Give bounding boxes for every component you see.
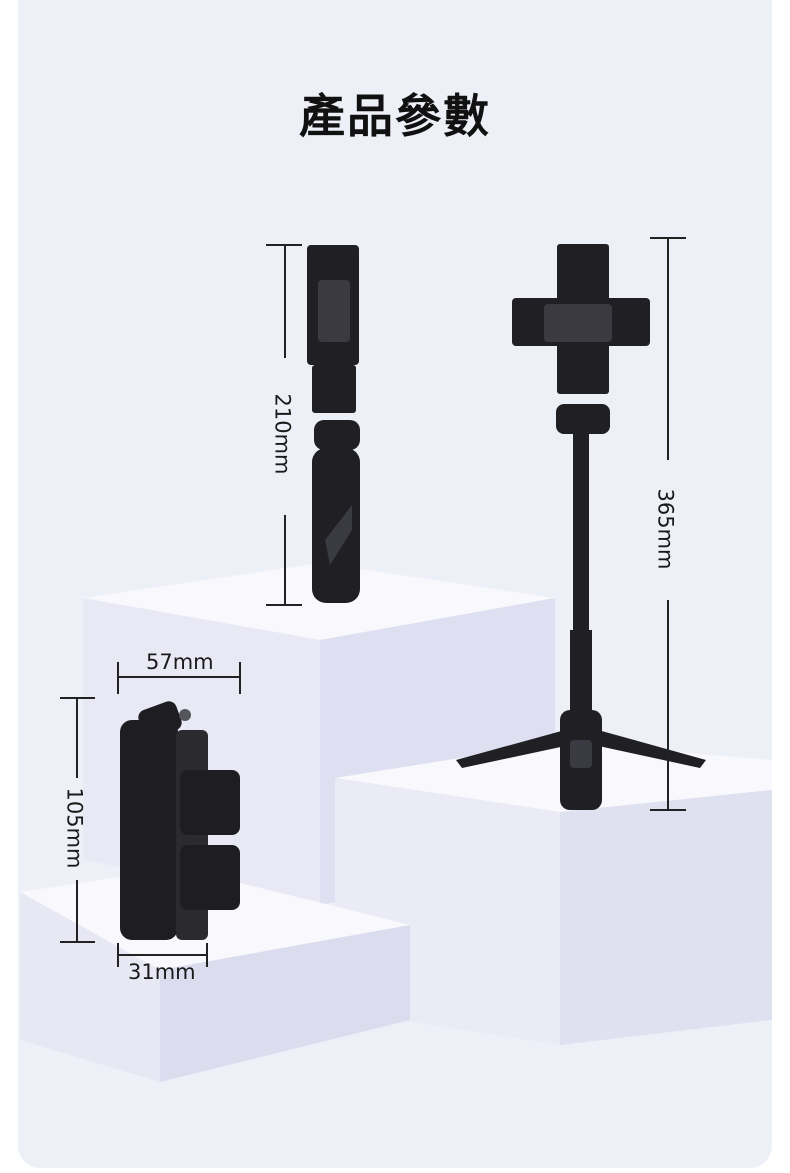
dimension-lines [60, 237, 686, 967]
compact-product [120, 701, 240, 940]
dimension-label-105mm: 105mm [62, 787, 87, 869]
page-title: 產品參數 [299, 89, 491, 143]
dimension-label-365mm: 365mm [653, 488, 678, 570]
folded-stick-product [307, 245, 360, 603]
tripod-product [456, 244, 706, 810]
dimension-label-57mm: 57mm [146, 650, 214, 674]
dimension-label-210mm: 210mm [270, 393, 295, 475]
dimension-label-31mm: 31mm [128, 960, 196, 984]
